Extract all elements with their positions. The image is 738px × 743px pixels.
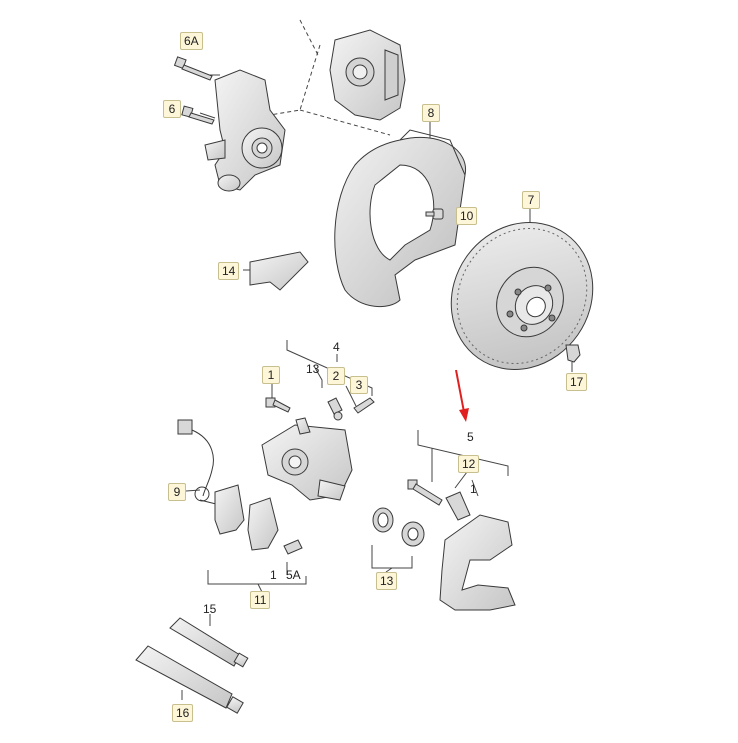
top-bracket bbox=[329, 29, 406, 121]
grease-tube-16 bbox=[135, 645, 244, 714]
brake-pads bbox=[214, 484, 279, 551]
grease-tube-15 bbox=[169, 617, 249, 668]
label-17[interactable]: 17 bbox=[566, 373, 588, 391]
label-5[interactable]: 5 bbox=[467, 430, 474, 444]
label-15[interactable]: 15 bbox=[203, 602, 217, 616]
wheel-bearing-housing bbox=[204, 69, 286, 192]
label-6a[interactable]: 6A bbox=[180, 32, 203, 50]
label-2[interactable]: 2 bbox=[327, 367, 345, 385]
label-7[interactable]: 7 bbox=[522, 191, 540, 209]
label-5a[interactable]: 5A bbox=[286, 568, 301, 582]
brake-disc bbox=[450, 222, 594, 370]
bolt-6 bbox=[181, 105, 215, 125]
label-1-top[interactable]: 1 bbox=[262, 366, 280, 384]
label-3[interactable]: 3 bbox=[350, 376, 368, 394]
label-11[interactable]: 11 bbox=[250, 591, 271, 609]
label-6[interactable]: 6 bbox=[163, 100, 181, 118]
label-8[interactable]: 8 bbox=[422, 104, 440, 122]
label-14[interactable]: 14 bbox=[218, 262, 240, 280]
caliper bbox=[261, 417, 353, 501]
bracket-14 bbox=[249, 251, 309, 291]
seals bbox=[372, 507, 425, 547]
label-1-bottom[interactable]: 1 bbox=[270, 568, 277, 582]
label-1-right[interactable]: 1 bbox=[470, 482, 477, 496]
bleed-parts bbox=[327, 397, 375, 421]
label-13-top[interactable]: 13 bbox=[306, 362, 320, 376]
caliper-carrier bbox=[439, 514, 516, 611]
label-4[interactable]: 4 bbox=[333, 340, 340, 354]
splash-shield bbox=[334, 129, 467, 308]
red-arrow bbox=[455, 369, 469, 422]
label-16[interactable]: 16 bbox=[172, 704, 194, 722]
label-10[interactable]: 10 bbox=[456, 207, 478, 225]
label-9[interactable]: 9 bbox=[168, 483, 186, 501]
bolt-6a bbox=[173, 56, 213, 81]
bolt-1 bbox=[265, 397, 291, 413]
disc-screw bbox=[565, 344, 581, 363]
label-13-bottom[interactable]: 13 bbox=[376, 572, 398, 590]
bolt-10 bbox=[425, 208, 444, 220]
guide-pins bbox=[407, 479, 471, 521]
label-12[interactable]: 12 bbox=[458, 455, 480, 473]
leader-lines bbox=[181, 19, 573, 700]
clip-5a bbox=[283, 539, 303, 555]
